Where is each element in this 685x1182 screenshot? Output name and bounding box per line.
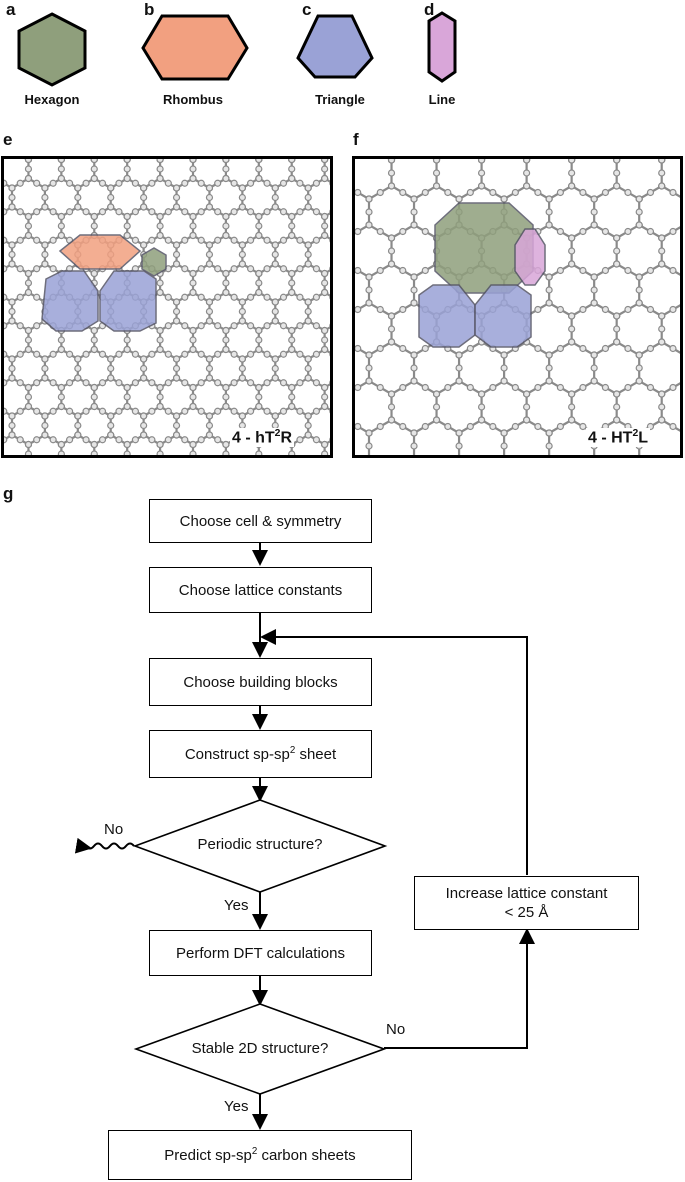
lattice-f-graphic bbox=[355, 159, 680, 455]
stable-no-label: No bbox=[386, 1021, 406, 1038]
hexagon-label: Hexagon bbox=[24, 92, 80, 107]
periodic-yes-label: Yes bbox=[224, 897, 249, 914]
stable-decision-diamond bbox=[133, 1003, 387, 1095]
arrow-increase-loop-back bbox=[260, 629, 528, 875]
rhombus-overlay bbox=[58, 234, 142, 270]
wavy-no-arrow bbox=[74, 837, 135, 854]
dft-box: Perform DFT calculations bbox=[149, 930, 372, 976]
lattice-f-caption: 4 - HT2L bbox=[586, 428, 651, 448]
choose-cell-box: Choose cell & symmetry bbox=[149, 499, 372, 543]
line-shape bbox=[427, 11, 457, 83]
choose-blocks-box: Choose building blocks bbox=[149, 658, 372, 706]
rhombus-shape bbox=[141, 14, 249, 81]
hexagon-overlay bbox=[141, 247, 167, 277]
lattice-e-caption: 4 - hT2R bbox=[230, 428, 295, 448]
line-label: Line bbox=[428, 92, 456, 107]
triangle-label: Triangle bbox=[315, 92, 365, 107]
triangle-overlay-left bbox=[41, 270, 99, 332]
construct-box: Construct sp-sp2 sheet bbox=[149, 730, 372, 778]
rhombus-label: Rhombus bbox=[163, 92, 223, 107]
triangle-overlay-right bbox=[99, 270, 157, 332]
panel-label-d: d bbox=[424, 0, 435, 19]
arrow-stable-no-to-increase bbox=[384, 928, 535, 1049]
panel-label-g: g bbox=[3, 484, 14, 503]
periodic-decision-diamond bbox=[132, 799, 388, 893]
panel-label-f: f bbox=[353, 130, 359, 149]
choose-lattice-box: Choose lattice constants bbox=[149, 567, 372, 613]
panel-label-c: c bbox=[302, 0, 312, 19]
stable-question: Stable 2D structure? bbox=[191, 1040, 329, 1057]
lattice-panel-e bbox=[1, 156, 333, 458]
building-block-shapes bbox=[17, 11, 457, 87]
periodic-no-label: No bbox=[104, 821, 124, 838]
lattice-panel-f bbox=[352, 156, 683, 458]
lattice-e-graphic bbox=[4, 159, 330, 455]
increase-lattice-box: Increase lattice constant < 25 Å bbox=[414, 876, 639, 930]
triangle-overlay-right bbox=[474, 284, 532, 348]
periodic-question: Periodic structure? bbox=[197, 836, 323, 853]
panel-label-a: a bbox=[6, 0, 16, 19]
line-overlay bbox=[514, 228, 546, 286]
predict-box: Predict sp-sp2 carbon sheets bbox=[108, 1130, 412, 1180]
hexagon-shape bbox=[17, 12, 87, 87]
triangle-shape bbox=[296, 14, 374, 79]
panel-label-b: b bbox=[144, 0, 155, 19]
stable-yes-label: Yes bbox=[224, 1098, 249, 1115]
panel-label-e: e bbox=[3, 130, 13, 149]
